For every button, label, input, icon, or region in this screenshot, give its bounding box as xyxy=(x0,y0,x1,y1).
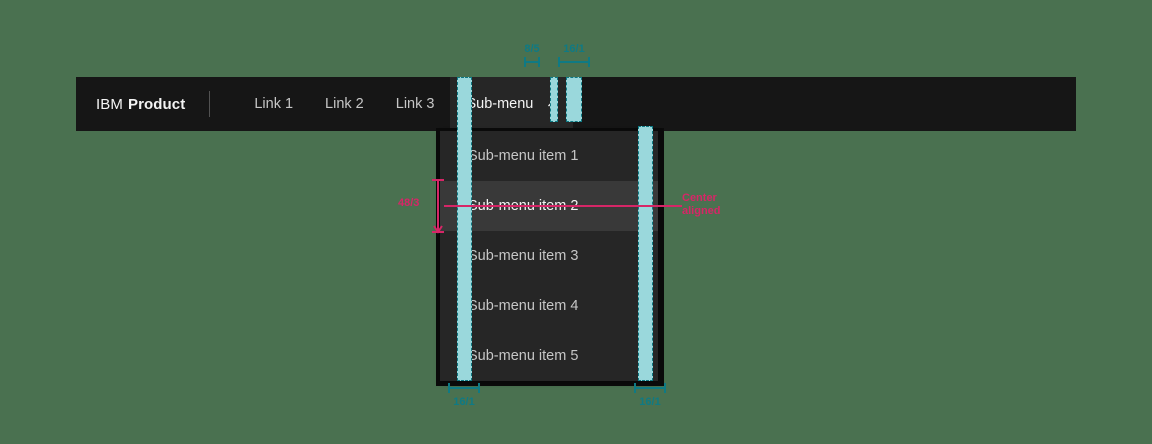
dimension-arrow-icon xyxy=(440,382,488,394)
spacing-bar-right-panel xyxy=(638,126,653,381)
dimension-arrow-icon xyxy=(550,56,598,68)
center-aligned-note: Center aligned xyxy=(682,192,721,217)
spacing-bar-left-panel xyxy=(457,77,472,381)
nav-item-label: Sub-menu xyxy=(466,96,534,112)
dimension-arrow-icon xyxy=(508,56,556,68)
brand-prefix: IBM xyxy=(96,95,123,113)
spacing-bar-after-label xyxy=(550,77,558,122)
submenu-item-5[interactable]: Sub-menu item 5 xyxy=(440,331,658,381)
dimension-arrow-icon xyxy=(626,382,674,394)
spacing-bar-after-chevron xyxy=(566,77,582,122)
submenu-item-1[interactable]: Sub-menu item 1 xyxy=(440,131,658,181)
submenu-panel: Sub-menu item 1 Sub-menu item 2 Sub-menu… xyxy=(440,131,658,381)
dimension-label: 16/1 xyxy=(639,396,661,408)
header-nav: Link 1 Link 2 Link 3 Sub-menu xyxy=(238,77,574,131)
dimension-top-8-5: 8/5 xyxy=(508,43,556,68)
nav-item-link-2[interactable]: Link 2 xyxy=(309,77,380,131)
height-measure-arrow-icon xyxy=(430,178,446,239)
submenu-item-label: Sub-menu item 5 xyxy=(468,348,579,364)
nav-item-label: Link 2 xyxy=(325,96,364,112)
submenu-item-3[interactable]: Sub-menu item 3 xyxy=(440,231,658,281)
height-measure-label: 48/3 xyxy=(398,197,420,209)
submenu-item-label: Sub-menu item 4 xyxy=(468,298,579,314)
nav-item-link-1[interactable]: Link 1 xyxy=(238,77,309,131)
dimension-bottom-left-16-1: 16/1 xyxy=(440,381,488,408)
nav-item-link-3[interactable]: Link 3 xyxy=(380,77,451,131)
brand-divider xyxy=(209,91,211,117)
dimension-label: 8/5 xyxy=(524,43,540,55)
brand-logo[interactable]: IBM Product xyxy=(76,77,201,131)
submenu-item-4[interactable]: Sub-menu item 4 xyxy=(440,281,658,331)
submenu-item-label: Sub-menu item 3 xyxy=(468,248,579,264)
dimension-bottom-right-16-1: 16/1 xyxy=(626,381,674,408)
center-alignment-guide-line xyxy=(444,205,682,207)
dimension-label: 16/1 xyxy=(453,396,475,408)
brand-name: Product xyxy=(127,95,186,113)
nav-item-label: Link 1 xyxy=(254,96,294,112)
dimension-label: 16/1 xyxy=(563,43,585,55)
submenu-item-label: Sub-menu item 1 xyxy=(468,148,579,164)
nav-item-label: Link 3 xyxy=(395,96,435,112)
dimension-top-16-1: 16/1 xyxy=(550,43,598,68)
